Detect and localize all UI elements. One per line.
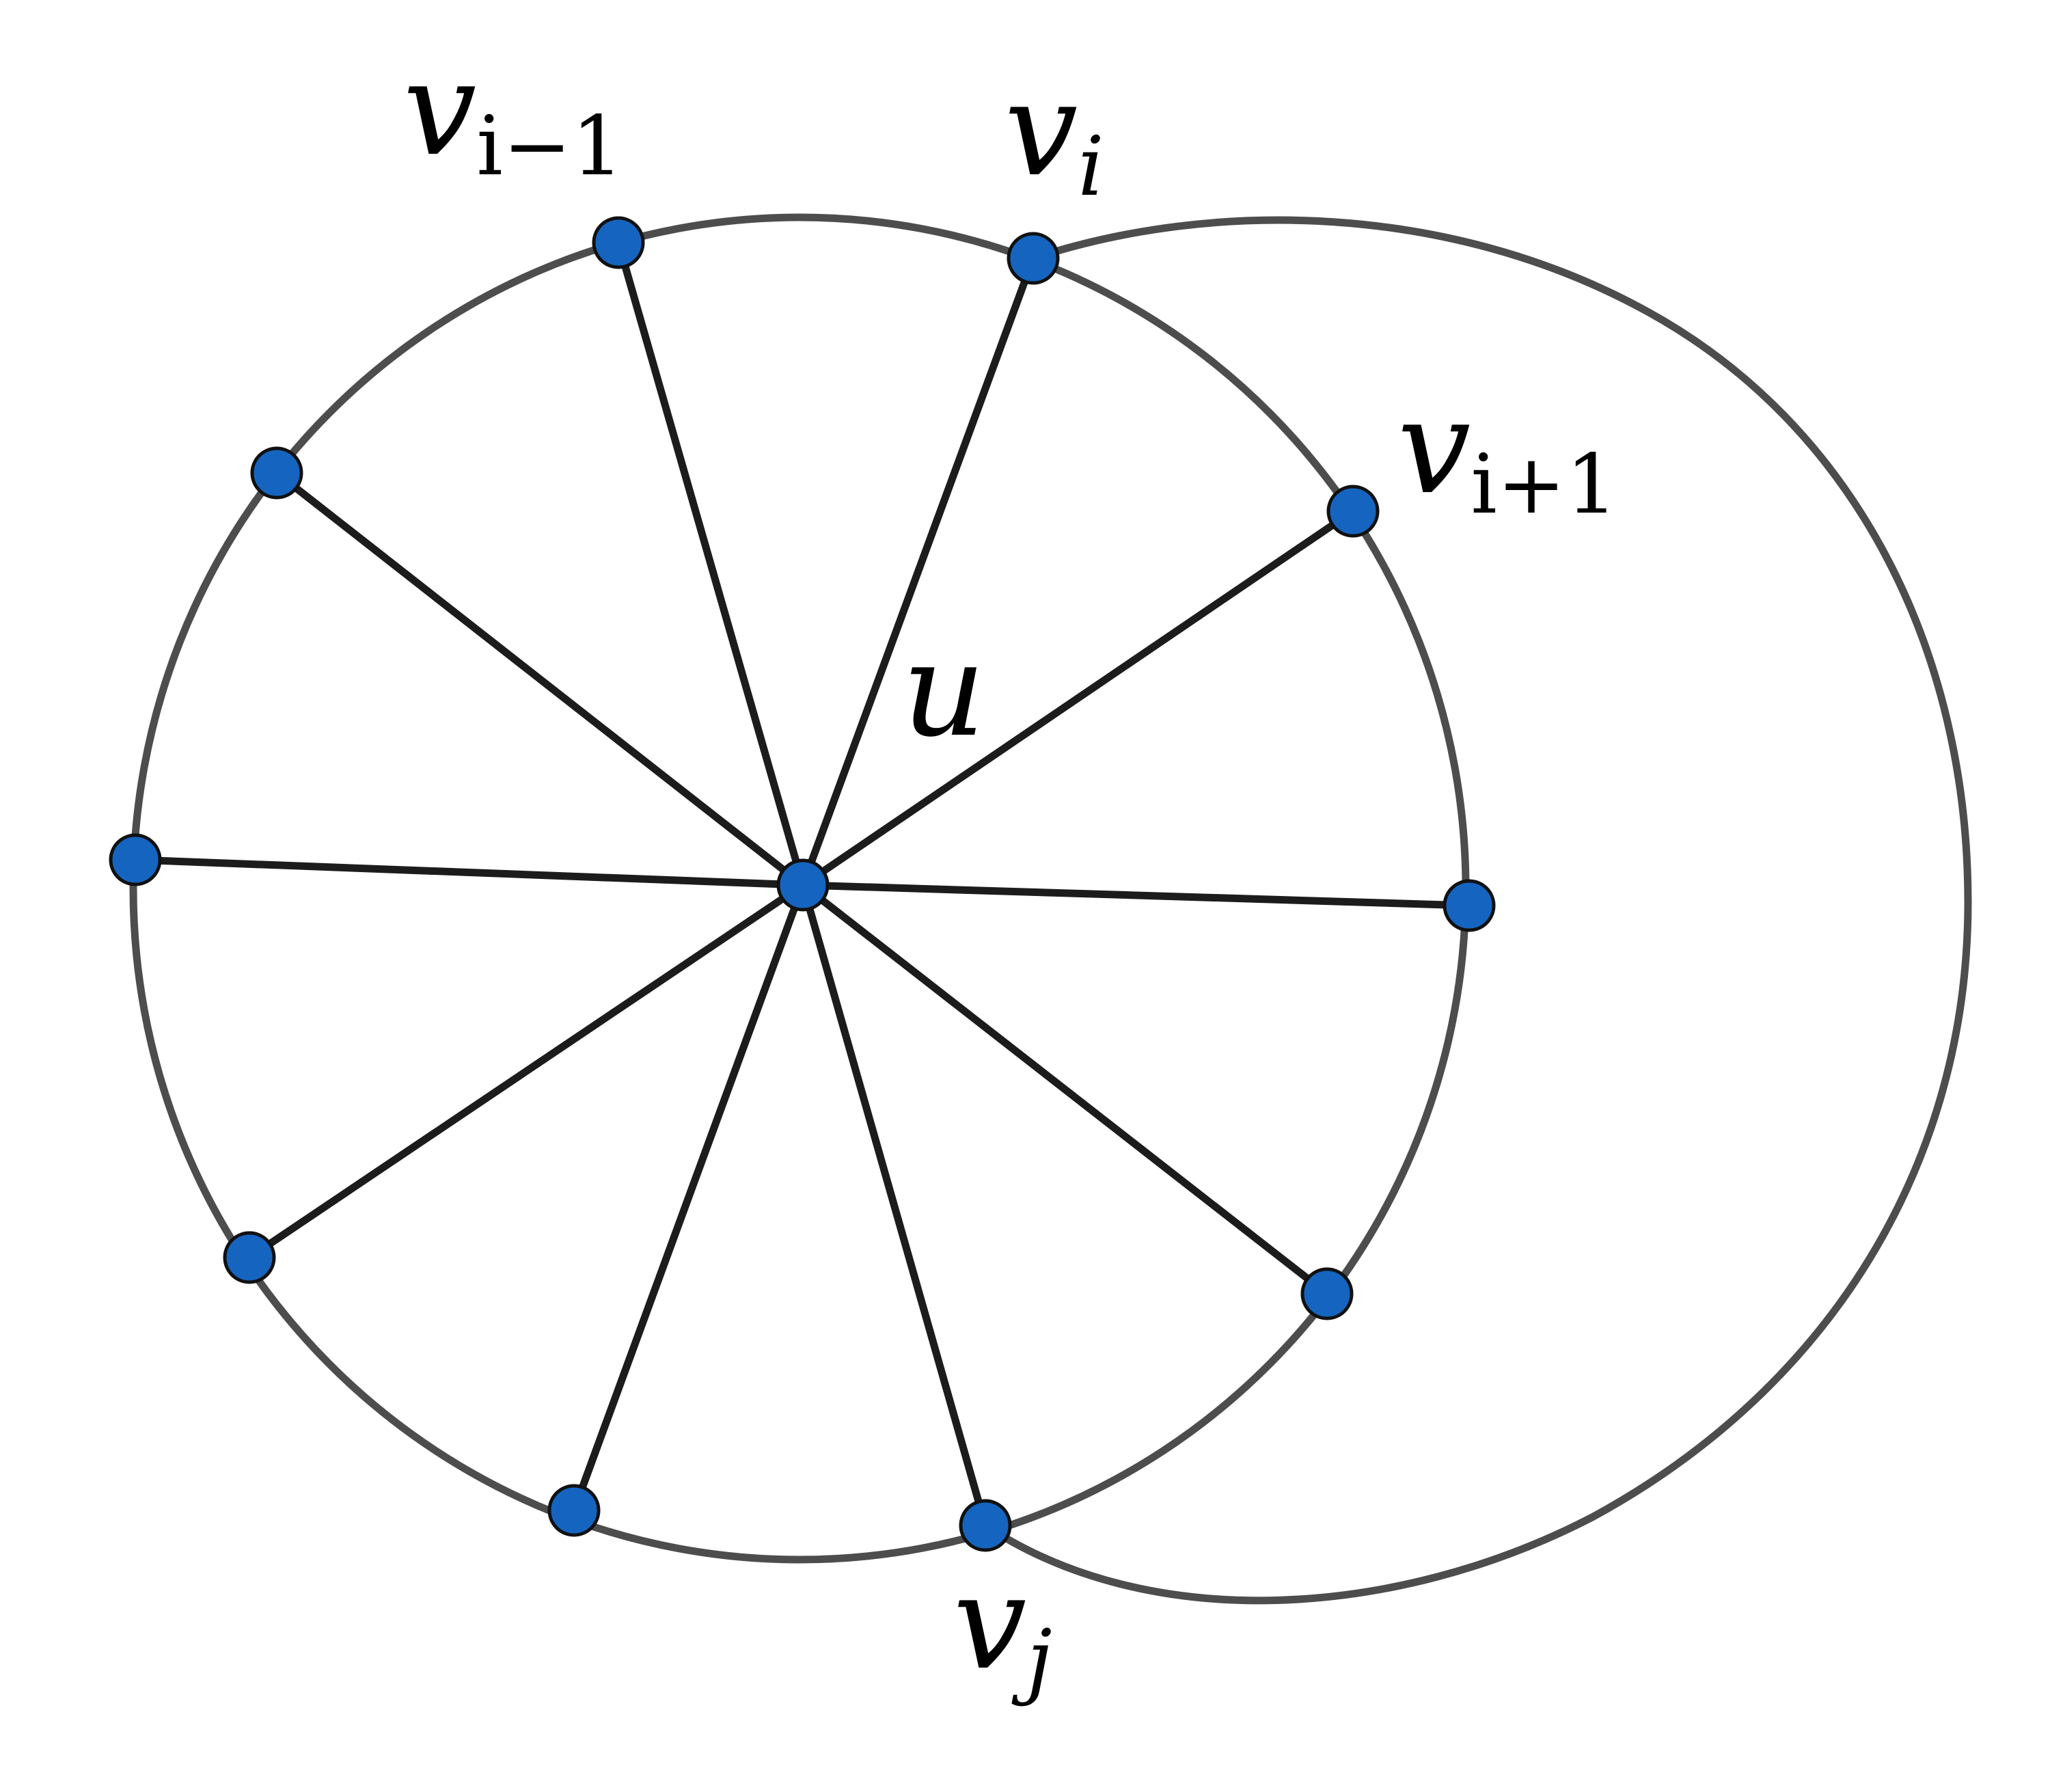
label-v_i-main: v xyxy=(1004,54,1078,205)
spoke-u-r6 xyxy=(570,881,807,1515)
vertex-r7 xyxy=(223,1231,276,1284)
vertex-r6 xyxy=(547,1484,601,1537)
spoke-u-v_i+1 xyxy=(799,507,1357,889)
label-v_i: vi xyxy=(1004,54,1104,215)
label-v_i+1-sub: i+1 xyxy=(1471,437,1617,532)
label-u: u xyxy=(902,614,985,765)
arc-vi-to-vj xyxy=(983,216,1972,1605)
label-v_i-sub: i xyxy=(1078,120,1104,215)
label-v_i-1-sub: i−1 xyxy=(476,99,623,194)
spoke-u-r7 xyxy=(245,881,807,1262)
spoke-u-v_j xyxy=(799,881,989,1530)
spoke-u-r9 xyxy=(273,469,807,889)
label-v_i-1-main: v xyxy=(403,33,476,185)
vertex-r9 xyxy=(250,446,303,500)
spoke-u-r3 xyxy=(799,881,1473,910)
vertex-r3 xyxy=(1443,879,1496,932)
label-v_i-1: vi−1 xyxy=(403,33,624,194)
label-v_i+1: vi+1 xyxy=(1397,372,1618,532)
label-v_j: vj xyxy=(953,1547,1052,1708)
label-v_j-main: v xyxy=(953,1547,1026,1698)
spoke-u-v_i xyxy=(799,254,1037,889)
vertices xyxy=(109,216,1496,1552)
spokes xyxy=(131,239,1473,1530)
labels: u vi−1 vi vi+1 vj xyxy=(403,33,1618,1708)
vertex-v_j xyxy=(959,1499,1012,1552)
vertex-v_i+1 xyxy=(1326,485,1380,538)
vertex-r8 xyxy=(109,833,162,886)
vertex-u xyxy=(776,858,830,912)
spoke-u-r8 xyxy=(131,856,807,889)
vertex-r4 xyxy=(1300,1267,1354,1320)
label-v_i+1-main: v xyxy=(1397,372,1471,523)
spoke-u-r4 xyxy=(799,881,1331,1298)
vertex-v_i-1 xyxy=(592,216,645,269)
vertex-v_i xyxy=(1007,232,1060,285)
spoke-u-v_i-1 xyxy=(614,239,807,889)
